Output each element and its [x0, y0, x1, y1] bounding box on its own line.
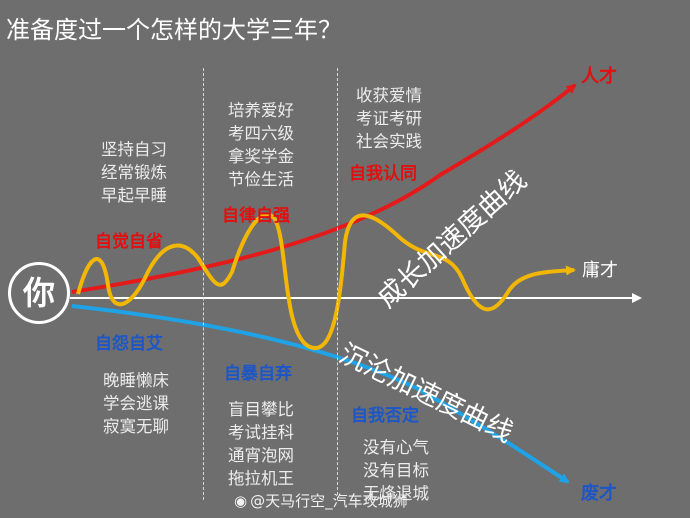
- decline-curve: [71, 304, 570, 484]
- stage1-positive-habits: 坚持自习 经常锻炼 早起早睡: [101, 138, 167, 207]
- habit-item: 坚持自习: [101, 140, 167, 159]
- outcome-bottom-label: 废才: [581, 483, 617, 504]
- habit-item: 学会逃课: [103, 394, 169, 413]
- habit-item: 考证考研: [356, 109, 422, 128]
- stage1-negative-habits: 晚睡懒床 学会逃课 寂寞无聊: [103, 369, 169, 438]
- habit-item: 经常锻炼: [101, 163, 167, 182]
- habit-item: 收获爱情: [356, 86, 422, 105]
- stage-divider-2: [337, 68, 338, 500]
- habit-item: 考试挂科: [228, 423, 294, 442]
- habit-item: 早起早睡: [101, 186, 167, 205]
- stage3-negative-habits: 没有心气 没有目标 无烽退城: [363, 436, 429, 505]
- habit-item: 寂寞无聊: [103, 417, 169, 436]
- habit-item: 拖拉机王: [228, 469, 294, 488]
- outcome-middle-label: 庸才: [582, 260, 618, 281]
- stage3-positive-habits: 收获爱情 考证考研 社会实践: [356, 84, 422, 153]
- habit-item: 晚睡懒床: [103, 371, 169, 390]
- you-circle: 你: [8, 262, 70, 324]
- habit-item: 考四六级: [228, 124, 294, 143]
- watermark: ◉@天马行空_汽车攻城狮: [234, 490, 408, 511]
- habit-item: 没有心气: [363, 438, 429, 457]
- stage2-negative-label: 自暴自弃: [224, 364, 292, 384]
- middle-curve: [76, 212, 576, 350]
- habit-item: 节俭生活: [228, 170, 294, 189]
- stage1-negative-label: 自怨自艾: [95, 334, 163, 354]
- stage2-negative-habits: 盲目攀比 考试挂科 通宵泡网 拖拉机王: [228, 398, 294, 490]
- stage-divider-1: [203, 68, 204, 500]
- weibo-icon: ◉: [234, 492, 248, 510]
- habit-item: 盲目攀比: [228, 400, 294, 419]
- stage3-negative-label: 自我否定: [351, 406, 419, 426]
- page-title: 准备度过一个怎样的大学三年？: [6, 16, 342, 44]
- stage2-positive-habits: 培养爱好 考四六级 拿奖学金 节俭生活: [228, 99, 294, 191]
- stage2-positive-label: 自律自强: [222, 206, 290, 226]
- growth-curve: [71, 83, 577, 294]
- watermark-text: @天马行空_汽车攻城狮: [250, 492, 408, 510]
- stage1-positive-label: 自觉自省: [95, 232, 163, 252]
- you-label: 你: [22, 274, 55, 312]
- habit-item: 没有目标: [363, 461, 429, 480]
- outcome-top-label: 人才: [581, 66, 617, 87]
- stage3-positive-label: 自我认同: [349, 164, 417, 184]
- habit-item: 社会实践: [356, 132, 422, 151]
- habit-item: 无烽退城: [363, 484, 429, 503]
- habit-item: 通宵泡网: [228, 446, 294, 465]
- habit-item: 培养爱好: [228, 101, 294, 120]
- habit-item: 拿奖学金: [228, 147, 294, 166]
